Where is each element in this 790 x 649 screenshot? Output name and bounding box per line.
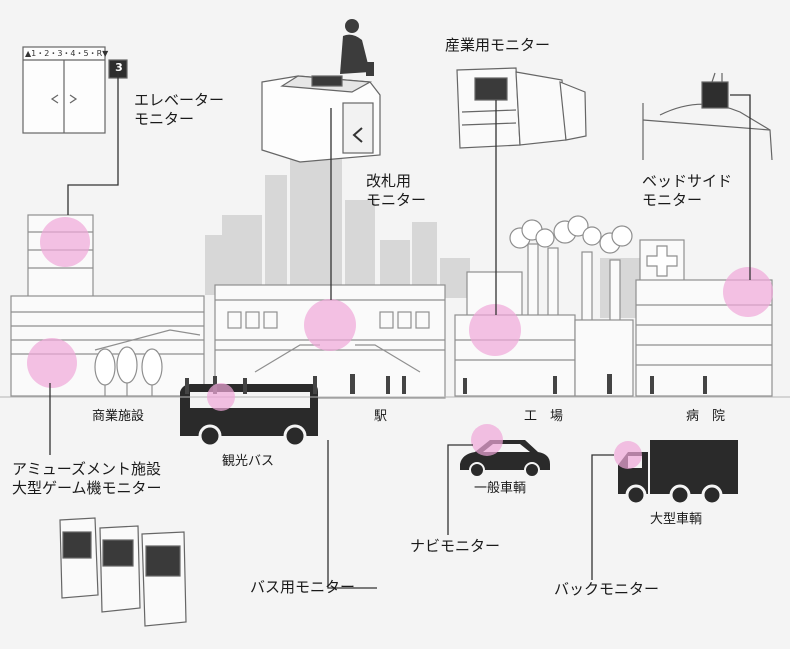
highlight-amusement (27, 338, 77, 388)
label-bedside-line2: モニター (642, 191, 703, 209)
leader-lines (49, 70, 751, 589)
highlight-hospital (723, 267, 773, 317)
hospital-building (635, 239, 773, 397)
leader-navi (447, 444, 473, 535)
label-large-vehicle: 大型車輌 (650, 512, 703, 527)
label-amusement-line1: アミューズメント施設 (12, 460, 161, 478)
label-elevator-line1: エレベーター (134, 91, 225, 109)
leader-bus (327, 440, 377, 589)
label-factory: 工 場 (524, 409, 564, 424)
label-hospital: 病 院 (686, 409, 726, 424)
label-amusement-monitor: アミューズメント施設 大型ゲーム機モニター (12, 460, 162, 498)
hospital-bed (642, 72, 773, 161)
city-skyline-silhouette (205, 140, 640, 318)
ticket-gate-machine (261, 75, 381, 163)
label-bedside-line1: ベッドサイド (642, 172, 733, 190)
label-ticket-gate-line1: 改札用 (366, 172, 412, 190)
factory-smoke (509, 215, 633, 254)
label-back-monitor: バックモニター (554, 580, 660, 598)
label-elevator-line2: モニター (134, 110, 195, 128)
tour-bus (180, 384, 318, 448)
label-bedside-monitor: ベッドサイド モニター (642, 172, 732, 210)
label-station: 駅 (374, 409, 388, 424)
elevator-illustration (22, 46, 128, 134)
person-silhouette (340, 19, 374, 76)
label-ticket-gate-monitor: 改札用 モニター (366, 172, 426, 210)
label-ticket-gate-line2: モニター (366, 191, 427, 209)
industrial-monitor-equipment (456, 67, 587, 149)
label-navi-monitor: ナビモニター (410, 537, 501, 555)
highlight-commercial-upper (40, 217, 90, 267)
label-amusement-line2: 大型ゲーム機モニター (12, 479, 162, 497)
leader-bedside (730, 94, 751, 280)
highlight-station-gate (304, 299, 356, 351)
leader-elevator (67, 70, 119, 215)
label-industrial-line1: 産業用モニター (445, 36, 551, 54)
elevator-floor-indicator: ▲1・2・3・4・5・R▼ (25, 49, 109, 58)
label-industrial-monitor: 産業用モニター (445, 36, 550, 55)
label-elevator-monitor: エレベーター モニター (134, 91, 224, 129)
trees (94, 346, 163, 396)
leader-back (591, 454, 614, 580)
label-bus-monitor: バス用モニター (250, 578, 356, 596)
large-truck (618, 440, 738, 506)
highlight-car (471, 424, 503, 456)
highlight-factory (469, 304, 521, 356)
monitor-highlights (27, 217, 773, 469)
label-general-car: 一般車輌 (474, 481, 527, 496)
label-commercial-facility: 商業施設 (92, 409, 145, 424)
arcade-cabinets (59, 517, 187, 627)
highlight-truck (614, 441, 642, 469)
highlight-bus (207, 383, 235, 411)
elevator-current-floor: 3 (115, 61, 123, 74)
label-tour-bus: 観光バス (222, 454, 275, 469)
